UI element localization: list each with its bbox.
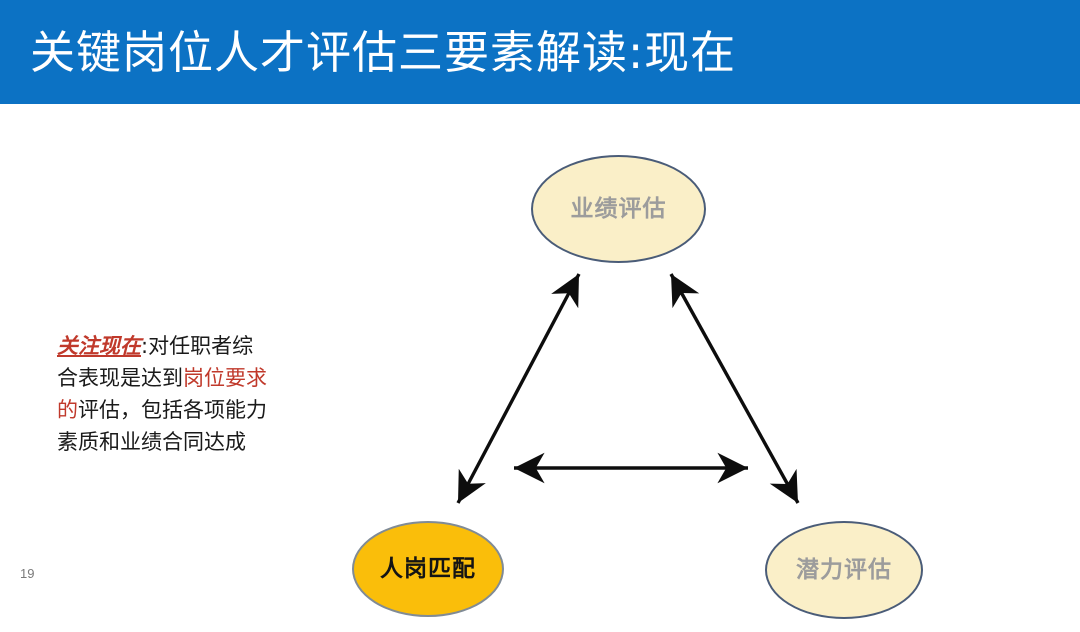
node-person-job-match[interactable]: 人岗匹配 bbox=[352, 521, 504, 617]
triangle-diagram: 业绩评估 --> 潜力评估 --> 潜力评估 --> 业绩评估 人岗匹配 潜力评… bbox=[0, 104, 1080, 632]
description-segment-highlight: 岗位要求的 bbox=[57, 366, 267, 422]
title-banner: 关键岗位人才评估三要素解读:现在 bbox=[0, 0, 1080, 104]
node-potential-label: 潜力评估 bbox=[796, 556, 892, 583]
arrow-match-to-performance bbox=[456, 273, 581, 504]
description-segment-1: :对任职者综合表现是达到 bbox=[57, 334, 254, 390]
node-performance-label: 业绩评估 bbox=[570, 195, 667, 222]
description-segment-3: 评估，包括各项能力素质和业绩合同达成 bbox=[57, 398, 267, 454]
page-number: 19 bbox=[20, 566, 35, 581]
arrow-layer: 业绩评估 --> 潜力评估 --> 潜力评估 --> bbox=[456, 273, 800, 504]
page-title: 关键岗位人才评估三要素解读:现在 bbox=[30, 26, 737, 79]
arrow-performance-to-potential bbox=[669, 273, 800, 504]
node-match-label: 人岗匹配 bbox=[380, 555, 476, 582]
node-performance-evaluation[interactable]: 业绩评估 bbox=[531, 155, 706, 263]
node-potential-evaluation[interactable]: 潜力评估 bbox=[765, 521, 923, 619]
description-paragraph: 关注现在:对任职者综合表现是达到岗位要求的评估，包括各项能力素质和业绩合同达成 bbox=[57, 330, 272, 458]
description-segment-emphasis: 关注现在 bbox=[57, 334, 141, 358]
